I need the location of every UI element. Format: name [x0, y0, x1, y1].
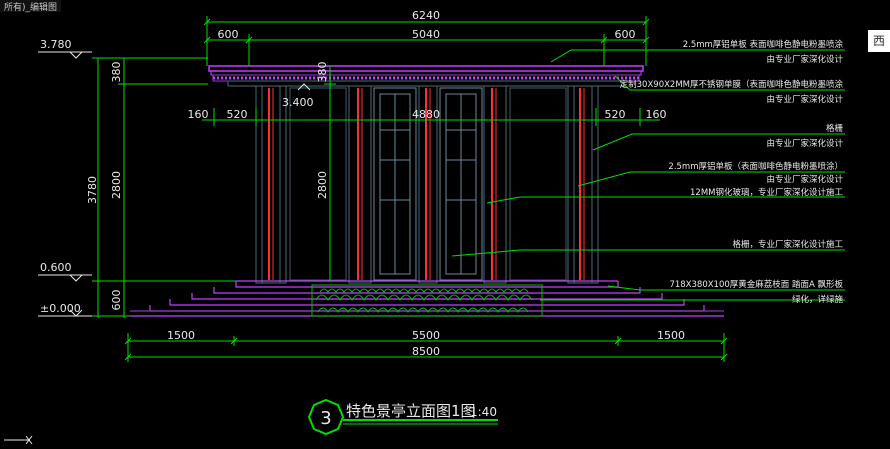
dim-600-left: 600 — [218, 28, 239, 41]
annotation-notes: 2.5mm厚铝单板 表面咖啡色静电粉墨喷涂 由专业厂家深化设计 定制30X90X… — [620, 39, 844, 305]
dim-520-left: 520 — [227, 108, 248, 121]
title-number: 3 — [320, 408, 331, 429]
note-10: 格栅，专业厂家深化设计施工 — [732, 239, 843, 250]
dim-160-right: 160 — [646, 108, 667, 121]
title-scale: 1:40 — [470, 405, 497, 419]
title-label: 特色景亭立面图1图 — [346, 402, 476, 420]
level-0000: ±0.000 — [40, 302, 81, 315]
document-tab[interactable]: 所有)_编辑图 — [0, 0, 62, 13]
roof — [208, 65, 644, 87]
note-12: 绿化，详绿施 — [792, 294, 844, 305]
level-0600: 0.600 — [40, 261, 72, 274]
level-3780: 3.780 — [40, 38, 72, 51]
note-7: 2.5mm厚铝单板（表面咖啡色静电粉墨喷涂） — [668, 161, 843, 172]
dim-5040: 5040 — [412, 28, 440, 41]
dim-4880: 4880 — [412, 108, 440, 121]
note-leaders — [451, 49, 845, 301]
drawing-title-block — [307, 398, 498, 436]
dim-3780: 3780 — [86, 176, 99, 204]
dim-6240: 6240 — [412, 9, 440, 22]
ucs-icon — [4, 435, 33, 445]
dim-8500: 8500 — [412, 345, 440, 358]
dim-2800-left: 2800 — [110, 171, 123, 199]
dim-5500: 5500 — [412, 329, 440, 342]
dim-380-inner: 380 — [316, 62, 329, 83]
title-text: 3 特色景亭立面图1图 1:40 — [320, 402, 497, 429]
note-8: 由专业厂家深化设计 — [766, 174, 843, 185]
note-5: 格栅 — [826, 123, 844, 134]
dim-1500-left: 1500 — [167, 329, 195, 342]
dimension-text: 6240 600 5040 600 160 520 4880 520 160 1… — [86, 9, 685, 358]
note-11: 718X380X100厚黄金麻荔枝面 踏面A 飘形板 — [669, 279, 843, 290]
note-6: 由专业厂家深化设计 — [766, 138, 843, 149]
level-markers — [38, 51, 311, 317]
dim-2800-inner: 2800 — [316, 171, 329, 199]
dim-600-left-vertical: 600 — [110, 290, 123, 311]
note-3: 定制30X90X2MM厚不锈钢单膜（表面咖啡色静电粉墨喷涂 — [620, 79, 844, 90]
note-2: 由专业厂家深化设计 — [766, 54, 843, 65]
dim-520-right: 520 — [605, 108, 626, 121]
dim-3400: 3.400 — [282, 96, 314, 109]
dim-160-left: 160 — [188, 108, 209, 121]
dim-600-right: 600 — [615, 28, 636, 41]
viewcube-label[interactable]: 西 — [868, 30, 890, 52]
note-4: 由专业厂家深化设计 — [766, 94, 843, 105]
note-1: 2.5mm厚铝单板 表面咖啡色静电粉墨喷涂 — [683, 39, 844, 50]
note-9: 12MM钢化玻璃，专业厂家深化设计施工 — [690, 187, 843, 198]
dim-380-left: 380 — [110, 62, 123, 83]
dimension-lines — [92, 16, 728, 362]
dim-1500-right: 1500 — [657, 329, 685, 342]
level-text: 3.780 0.600 ±0.000 — [40, 38, 81, 315]
